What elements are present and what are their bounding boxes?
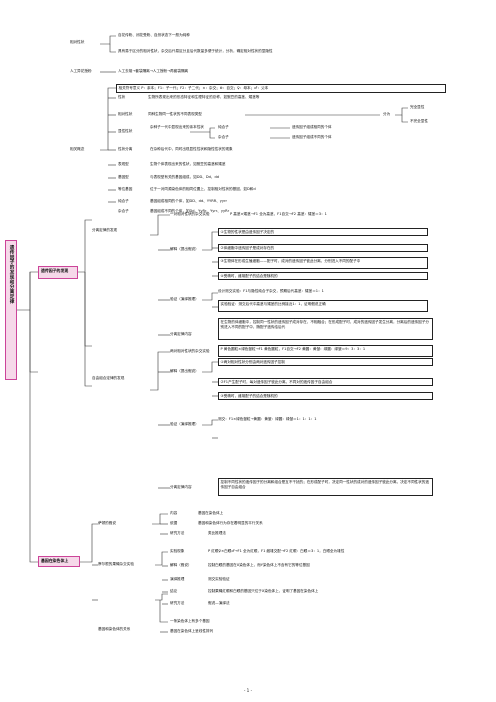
- row-1-key: 相对性状: [118, 112, 133, 116]
- hyp-3: ③生物体在形成生殖细胞——配子时，成对的遗传因子彼此分离，分别进入不同的配子中: [218, 257, 428, 269]
- row-10-val: 基因组成相同的个体，如DD、dd、YYRR、yyrr: [150, 199, 227, 203]
- page-number: - 1 -: [243, 688, 253, 693]
- hyp-1: ①生物的性状是由遗传因子决定的: [218, 228, 428, 236]
- symbols-text: 相关符号意义 P：亲本；F1：子一代；F2：子二代；×：杂交；⊗：自交；♀：母本…: [118, 86, 269, 90]
- seg-test-2-text: 实验验证：测交后代中高茎与矮茎的比例接近1：1，证明假说正确: [220, 302, 326, 306]
- free-hyp-2-text: ②F1产生配子时，每对遗传因子彼此分离，不同对的遗传因子自由组合: [220, 380, 333, 384]
- seg-law-label: 分离定律内容: [170, 332, 192, 336]
- branch-genetics: 遗传因子的发现: [38, 266, 78, 279]
- hyp-3-text: ③生物体在形成生殖细胞——配子时，成对的遗传因子彼此分离，分别进入不同的配子中: [220, 259, 361, 263]
- hyp-2-text: ②体细胞中遗传因子是成对存在的: [220, 246, 275, 250]
- morgan-row-1-key: 解释（假说）: [170, 563, 192, 567]
- hyp-2: ②体细胞中遗传因子是成对存在的: [218, 244, 428, 252]
- row-2-key: 显性性状: [118, 129, 133, 133]
- hyp-4-text: ④受精时，雌雄配子的结合是随机的: [220, 274, 278, 278]
- hypo-row-1-val: 基因和染色体行为存在着明显的平行关系: [198, 521, 263, 525]
- row-10-key: 纯合子: [118, 199, 129, 203]
- row-8-val: 与表现型有关的基因组成，如DD、Dd、dd: [150, 175, 220, 179]
- relation-item-1: 一条染色体上有多个基因: [170, 619, 210, 623]
- row-6-key: 性状分离: [118, 147, 133, 151]
- morgan-row-4-val: 假说—演绎法: [208, 601, 230, 605]
- root-node: 遗传因子的发现和分离定律: [5, 240, 17, 380]
- free-test-label: 验证（演绎推理）: [170, 422, 199, 426]
- group2-label: 人工异花授粉: [70, 69, 92, 73]
- concepts-label: 相关概念: [70, 147, 85, 151]
- morgan-row-2-key: 演绎推理: [170, 577, 185, 581]
- branch-chromosome-label: 基因在染色体上: [41, 558, 69, 563]
- row-11-key: 杂合子: [118, 209, 129, 213]
- row-9-key: 等位基因: [118, 187, 133, 191]
- row-5-val: 遗传因子组成不同的个体: [292, 135, 332, 139]
- row-0-val: 生物所表现出来的形态特征和生理特征的总称，如豌豆的高茎、矮茎等: [148, 95, 260, 99]
- free-hyp-3: ③受精时，雌雄配子的结合是随机的: [218, 392, 433, 400]
- row-8-key: 基因型: [118, 175, 129, 179]
- group1-label: 相对性状: [70, 40, 85, 44]
- row-4-key: 纯合子: [218, 125, 229, 129]
- dominance-label: 分为: [383, 112, 391, 116]
- seg-test-2: 实验验证：测交后代中高茎与矮茎的比例接近1：1，证明假说正确: [218, 300, 428, 312]
- morgan-row-1-val: 控制白眼的基因在X染色体上，而Y染色体上不含有它的等位基因: [208, 563, 310, 567]
- seg-test-label: 验证（演绎推理）: [170, 297, 199, 301]
- morgan-row-0-key: 实验现象: [170, 549, 185, 553]
- row-5-key: 杂合子: [218, 135, 229, 139]
- free-hyp-2: ②F1产生配子时，每对遗传因子彼此分离，不同对的遗传因子自由组合: [218, 378, 433, 386]
- free-exp: 两对相对性状的杂交实验: [170, 349, 210, 353]
- seg-test-1: 设计测交实验：F1与隐性纯合子杂交，预期后代高茎：矮茎＝1：1: [218, 289, 324, 293]
- seg-exp: 一对相对性状的杂交实验: [170, 212, 210, 216]
- hyp-4: ④受精时，雌雄配子的结合是随机的: [218, 272, 428, 280]
- seg-p: P 高茎×矮茎→F1 全为高茎，F1自交→F2 高茎：矮茎＝3：1: [230, 212, 327, 216]
- morgan-row-0-val: P 红眼♀×白眼♂→F1 全为红眼，F1 雌雄交配→F2 红眼：白眼＝3：1，白…: [208, 549, 345, 553]
- root-title: 遗传因子的发现和分离定律: [9, 245, 14, 304]
- free-hyp-1: ①两对相对性状分别由两对遗传因子控制: [218, 358, 433, 366]
- incomplete-dominance: 不完全显性: [410, 119, 428, 123]
- free-test: 测交：F1×绿色皱粒→黄圆：黄皱：绿圆：绿皱＝1：1：1：1: [218, 417, 317, 421]
- group1-item-2: 具有易于区分的相对性状，杂交后代易区分且后代数量多便于统计，分析，确定相对性状的…: [118, 49, 273, 53]
- row-6-val: 在杂种后代中，同时出现显性性状和隐性性状的现象: [150, 147, 233, 151]
- relation-label: 基因和染色体的关系: [98, 627, 131, 631]
- free-label: 自由组合定律的发现: [92, 376, 125, 380]
- morgan-row-2-val: 测交实验验证: [208, 577, 230, 581]
- hypo-row-0-key: 内容: [170, 511, 178, 515]
- complete-dominance: 完全显性: [410, 105, 425, 109]
- free-law: 控制不同性状的遗传因子的分离和组合是互不干扰的；在形成配子时，决定同一性状的成对…: [218, 478, 433, 496]
- group2-item: 人工去雄→套袋隔离→人工授粉→再套袋隔离: [118, 69, 189, 73]
- hyp-1-text: ①生物的性状是由遗传因子决定的: [220, 230, 275, 234]
- morgan-row-3-key: 结论: [170, 589, 178, 593]
- relation-item-2: 基因在染色体上呈线性排列: [170, 629, 214, 633]
- row-7-key: 表现型: [118, 162, 129, 166]
- morgan-row-4-key: 研究方法: [170, 601, 185, 605]
- symbols-row: 相关符号意义 P：亲本；F1：子一代；F2：子二代；×：杂交；⊗：自交；♀：母本…: [116, 84, 446, 93]
- hypo-row-2-key: 研究方法: [170, 531, 185, 535]
- free-law-text: 控制不同性状的遗传因子的分离和组合是互不干扰的；在形成配子时，决定同一性状的成对…: [220, 480, 429, 489]
- branch-genetics-label: 遗传因子的发现: [41, 268, 69, 273]
- morgan-label: 摩尔根的果蝇杂交实验: [98, 562, 134, 566]
- row-0-key: 性状: [118, 95, 126, 99]
- seg-law: 在生物的体细胞中，控制同一性状的遗传因子成对存在，不相融合；在形成配子时，成对的…: [218, 318, 433, 340]
- free-hyp-label: 解释（提出假说）: [170, 369, 199, 373]
- hypo-row-0-val: 基因在染色体上: [198, 511, 224, 515]
- row-7-val: 生物个体表现出来的性状，如豌豆的高茎和矮茎: [150, 162, 226, 166]
- row-4-val: 遗传因子组成相同的个体: [292, 125, 332, 129]
- row-2-val: 杂种子一代中显现出来的亲本性状: [150, 125, 204, 129]
- free-hyp-3-text: ③受精时，雌雄配子的结合是随机的: [220, 394, 278, 398]
- row-9-val: 位于一对同源染色体的相同位置上，控制相对性状的基因，如D和d: [150, 187, 256, 191]
- seg-hyp-label: 解释（提出假说）: [170, 247, 199, 251]
- free-law-label: 分离定律内容: [170, 485, 192, 489]
- morgan-row-3-val: 控制果蝇红眼和白眼的基因只位于X染色体上，证明了基因在染色体上: [208, 589, 319, 593]
- hypo-label: 萨顿的假说: [98, 521, 116, 525]
- seg-law-text: 在生物的体细胞中，控制同一性状的遗传因子成对存在，不相融合；在形成配子时，成对的…: [220, 320, 429, 329]
- free-hyp-1-text: ①两对相对性状分别由两对遗传因子控制: [220, 360, 285, 364]
- row-1-val: 同种生物同一性状的不同表现类型: [148, 112, 202, 116]
- free-p-text: P 黄色圆粒×绿色皱粒→F1 黄色圆粒，F1自交→F2 黄圆：黄皱：绿圆：绿皱＝…: [220, 347, 366, 351]
- free-p: P 黄色圆粒×绿色皱粒→F1 黄色圆粒，F1自交→F2 黄圆：黄皱：绿圆：绿皱＝…: [218, 345, 433, 357]
- row-11-val: 基因组成不同的个体，如Dd、YyRr、Yyrr、yyRr: [150, 209, 230, 213]
- group1-item-1: 自花传粉、闭花受粉、自然状态下一般为纯种: [118, 33, 190, 37]
- branch-chromosome: 基因在染色体上: [38, 556, 80, 567]
- segregation-label: 分离定律的发现: [92, 228, 118, 232]
- hypo-row-1-key: 依据: [170, 521, 178, 525]
- hypo-row-2-val: 类比推理法: [208, 531, 226, 535]
